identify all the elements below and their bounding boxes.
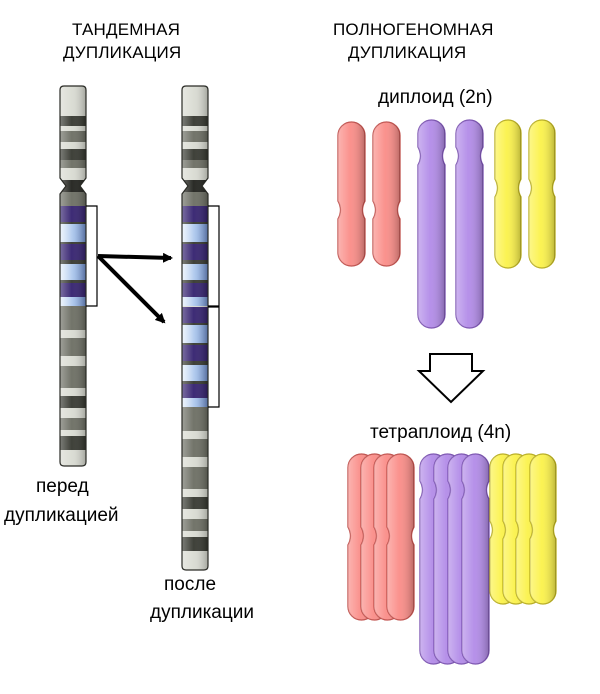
- tandem-title-line1: ТАНДЕМНАЯ: [72, 20, 180, 39]
- duplicated-segment-bracket-before: [86, 205, 98, 307]
- chromosome-before-duplication: [59, 85, 87, 467]
- down-arrow-icon: [416, 353, 486, 404]
- wgd-title-line2: ДУПЛИКАЦИЯ: [348, 43, 466, 62]
- diploid-chromosome-set: [337, 119, 556, 329]
- before-label-line2: дупликацией: [4, 505, 119, 526]
- chromosome-after-duplication: [181, 85, 209, 571]
- tandem-title-line2: ДУПЛИКАЦИЯ: [63, 43, 181, 62]
- before-label-line1: перед: [36, 476, 89, 497]
- arrow-to-original-copy: [97, 252, 173, 263]
- diploid-label: диплоид (2n): [378, 87, 493, 108]
- chromosome-before-outline: [59, 85, 87, 467]
- chromosome-after-outline: [181, 85, 209, 571]
- duplicated-segment-bracket-after-2: [208, 306, 220, 408]
- tetraploid-chromosome-set: [347, 453, 557, 665]
- after-label-line1: после: [164, 574, 216, 595]
- wgd-title-line1: ПОЛНОГЕНОМНАЯ: [333, 20, 494, 39]
- after-label-line2: дупликации: [150, 602, 254, 623]
- duplicated-segment-bracket-after-1: [208, 205, 220, 307]
- tetraploid-label: тетраплоид (4n): [370, 422, 511, 443]
- arrow-to-duplicate-copy: [96, 254, 166, 324]
